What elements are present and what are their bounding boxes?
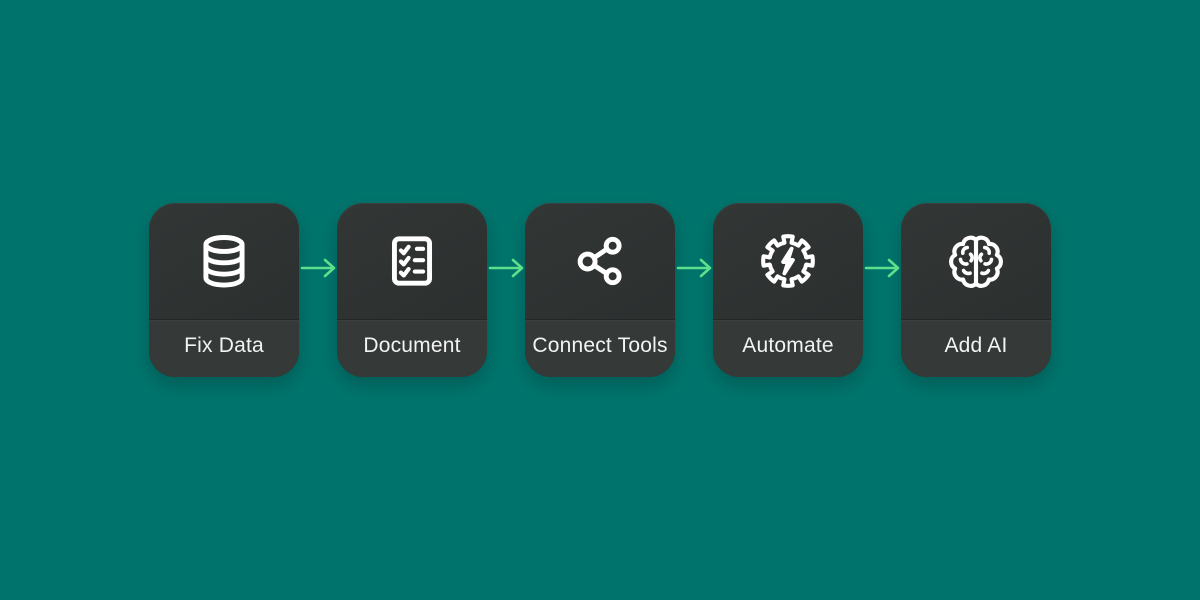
arrow-right-icon [863,254,901,282]
label-zone: Document [337,319,487,377]
step-card-connect-tools: Connect Tools [525,203,675,377]
step-label: Automate [742,333,834,357]
checklist-document-icon [381,230,443,292]
label-zone: Automate [713,319,863,377]
step-label: Add AI [944,333,1008,357]
step-label: Connect Tools [532,333,668,357]
gear-lightning-icon [757,230,819,292]
icon-zone [525,203,675,319]
database-icon [193,230,255,292]
step-card-fix-data: Fix Data [149,203,299,377]
icon-zone [337,203,487,319]
arrow-right-icon [487,254,525,282]
step-label: Document [363,333,461,357]
label-zone: Add AI [901,319,1051,377]
arrow-right-icon [675,254,713,282]
step-card-automate: Automate [713,203,863,377]
share-nodes-icon [569,230,631,292]
brain-icon [945,230,1007,292]
label-zone: Connect Tools [525,319,675,377]
icon-zone [901,203,1051,319]
step-card-document: Document [337,203,487,377]
process-flow: Fix Data [149,203,1051,377]
icon-zone [149,203,299,319]
step-label: Fix Data [184,333,264,357]
label-zone: Fix Data [149,319,299,377]
step-card-add-ai: Add AI [901,203,1051,377]
icon-zone [713,203,863,319]
arrow-right-icon [299,254,337,282]
